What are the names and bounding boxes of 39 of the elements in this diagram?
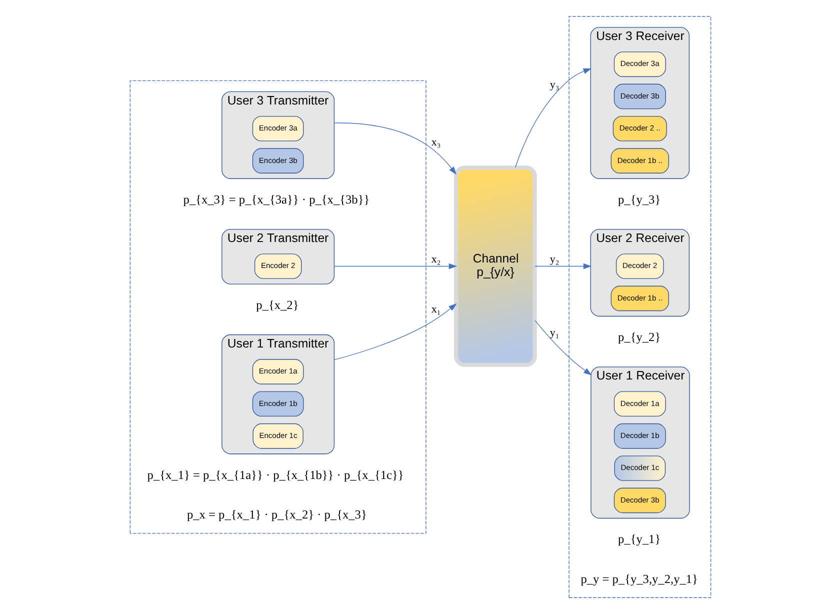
node-box: Decoder 1a (614, 391, 666, 417)
arrow (334, 303, 457, 360)
node-label: p_{y_3} (618, 192, 661, 207)
node-label: p_{y_2} (618, 330, 661, 344)
arrow (534, 320, 592, 376)
node-box: Encoder 1b (252, 391, 304, 417)
node-box: Decoder 1b (614, 423, 666, 449)
node-box: Encoder 3b (252, 148, 304, 174)
label: p_x = p_{x_1} · p_{x_2} · p_{x_3} (187, 508, 367, 522)
edge-label: x₃ (431, 136, 441, 149)
node-box: Channel p_{y/x} (454, 166, 537, 367)
node-label: p_{x_1} = p_{x_{1a}} · p_{x_{1b}} · p_{x_{1c}} (147, 468, 404, 482)
arrow (514, 68, 592, 168)
node-box: Encoder 3a (252, 116, 304, 142)
node-box: Decoder 3b (614, 488, 666, 514)
cluster (568, 16, 712, 598)
label: p_y = p_{y_3,y_2,y_1} (580, 572, 698, 586)
edge-label: x₂ (431, 254, 441, 266)
node-box: Decoder 1b .. (610, 148, 670, 174)
node-box: Decoder 2 .. (612, 116, 667, 142)
node-box: Decoder 2 (616, 254, 664, 279)
cluster (130, 80, 426, 534)
arrow (334, 122, 456, 175)
node-label: p_{x_2} (256, 298, 299, 312)
node-label: p_{y_1} (618, 532, 661, 546)
edge-label: y₃ (550, 79, 560, 92)
arrow (534, 263, 592, 270)
edge-label: y₂ (550, 254, 560, 266)
node-box: Encoder 1c (252, 423, 304, 449)
arrow (334, 263, 458, 270)
node-box: Decoder 3b (614, 84, 666, 110)
edge-label: y₁ (550, 326, 560, 339)
node-box: Encoder 1a (252, 359, 304, 384)
edge-label: x₁ (431, 304, 441, 316)
node-box: Decoder 1b .. (610, 286, 670, 312)
node-box: Encoder 2 (254, 254, 302, 279)
node-box: Decoder 1c (614, 456, 666, 481)
node-label: p_{x_3} = p_{x_{3a}} · p_{x_{3b}} (183, 192, 370, 207)
node-box: Decoder 3a (614, 52, 666, 77)
